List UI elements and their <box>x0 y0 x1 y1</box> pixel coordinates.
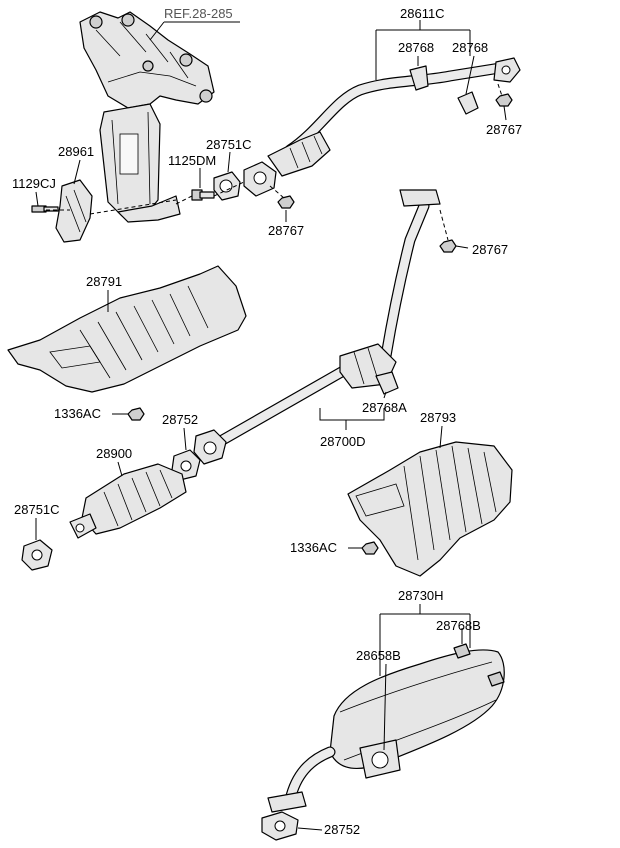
muffler-28730h <box>267 643 505 813</box>
label-28730h: 28730H <box>398 588 444 603</box>
nut-28767-right <box>495 93 513 107</box>
nut-28767-mid <box>439 239 457 253</box>
manifold-catalytic-converter <box>99 103 181 223</box>
bolt-1129cj <box>31 205 59 213</box>
front-pipe-28611c <box>243 57 521 197</box>
nut-1336ac-lower <box>361 541 379 555</box>
label-1125dm: 1125DM <box>168 153 216 168</box>
label-28611c: 28611C <box>400 6 445 21</box>
heat-protector-28791 <box>7 265 247 393</box>
label-28793: 28793 <box>420 410 456 425</box>
label-28752-mid: 28752 <box>162 412 198 427</box>
label-28768b: 28768B <box>436 618 481 633</box>
nut-1336ac-upper <box>127 407 145 421</box>
label-1336ac-upper: 1336AC <box>54 406 101 421</box>
center-pipe-28700d <box>193 189 441 465</box>
label-28961: 28961 <box>58 144 94 159</box>
leader-lines <box>35 20 507 831</box>
nut-28767-center <box>277 195 295 209</box>
label-28767-right: 28767 <box>486 122 522 137</box>
label-1129cj: 1129CJ <box>12 176 56 191</box>
gasket-28751c-lower <box>21 539 53 571</box>
label-28768-right: 28768 <box>452 40 488 55</box>
manifold-heat-protector <box>55 179 93 243</box>
gasket-28752-bottom <box>261 811 299 841</box>
callout-labels: REF.28-285 28611C 28768 28768 28767 2896… <box>12 6 522 837</box>
label-28751c-lower: 28751C <box>14 502 60 517</box>
label-28768-left: 28768 <box>398 40 434 55</box>
label-28767-center: 28767 <box>268 223 304 238</box>
label-1336ac-lower: 1336AC <box>290 540 337 555</box>
label-28791: 28791 <box>86 274 122 289</box>
label-28767-mid: 28767 <box>472 242 508 257</box>
label-28752-bottom: 28752 <box>324 822 360 837</box>
label-28751c-top: 28751C <box>206 137 252 152</box>
label-28768a: 28768A <box>362 400 407 415</box>
catalytic-converter-28900 <box>69 463 187 539</box>
label-28700d: 28700D <box>320 434 366 449</box>
label-28658b: 28658B <box>356 648 401 663</box>
label-28900: 28900 <box>96 446 132 461</box>
ref-28-285-label: REF.28-285 <box>164 6 233 21</box>
bolt-1125dm <box>191 189 215 201</box>
heat-protector-28793 <box>347 441 513 577</box>
exhaust-manifold <box>79 11 215 109</box>
